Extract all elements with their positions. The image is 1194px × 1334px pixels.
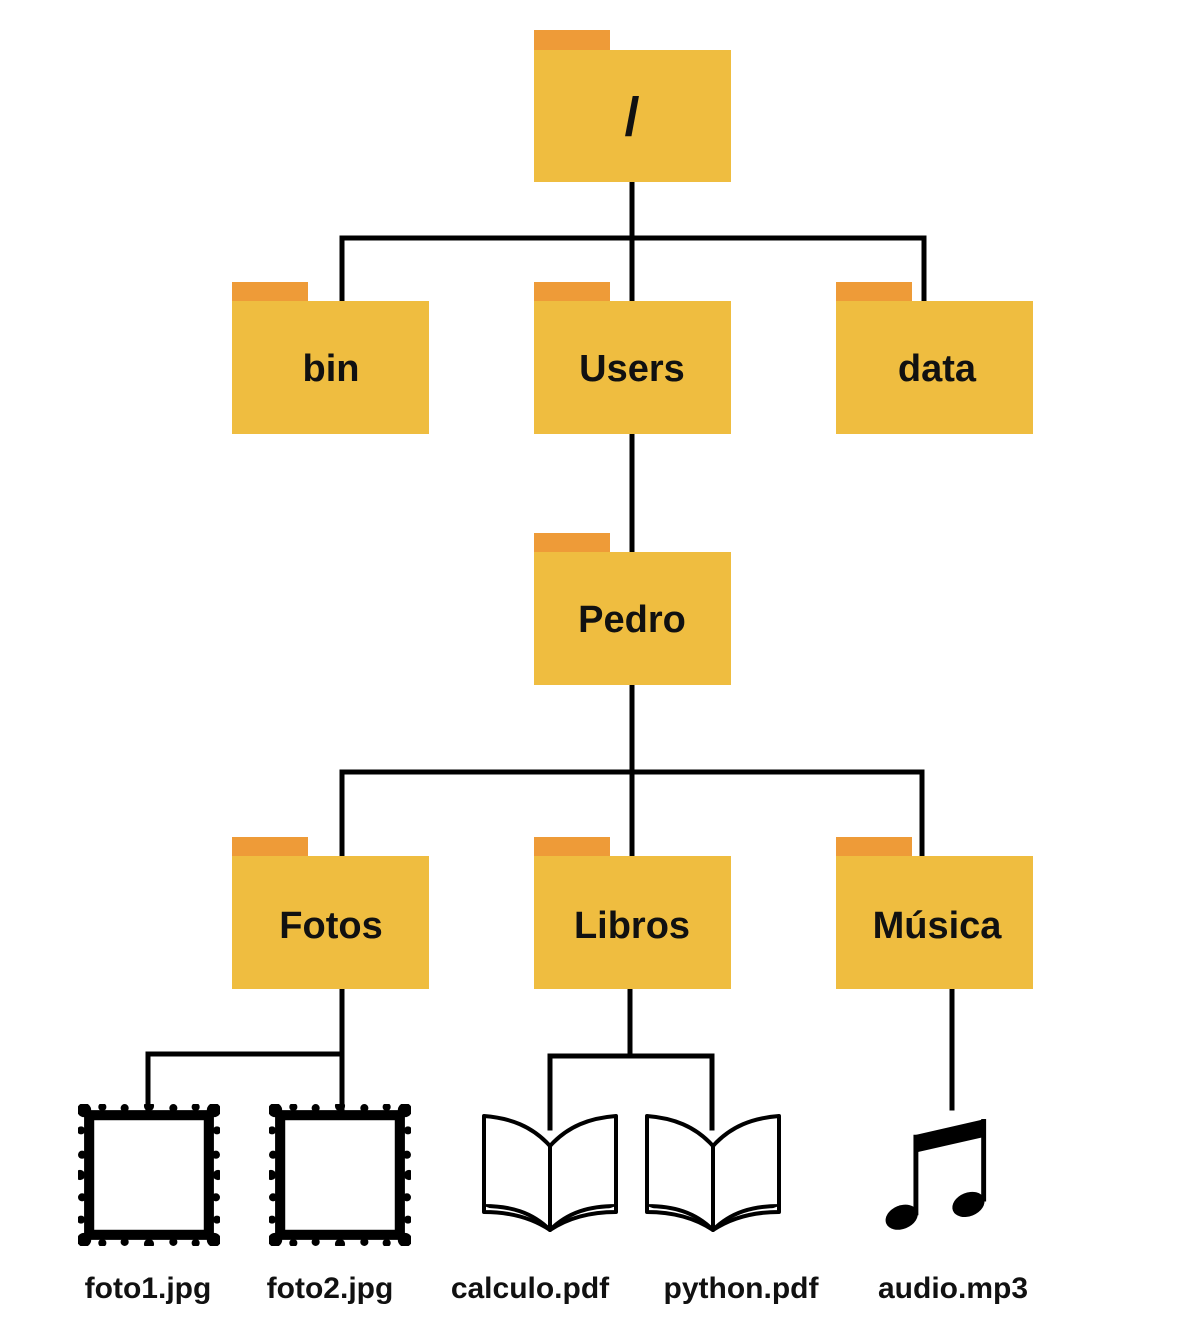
folder-data[interactable]: data (836, 282, 1033, 434)
folder-icon (534, 282, 610, 304)
folder-label: Users (579, 348, 685, 390)
folder-icon (534, 856, 731, 989)
folder-icon (534, 301, 731, 434)
folder-icon (232, 837, 308, 859)
folder-icon (534, 837, 610, 859)
picture-frame-icon (78, 1104, 220, 1246)
folder-users[interactable]: Users (534, 282, 731, 434)
file-label: foto2.jpg (267, 1272, 394, 1305)
folder-root[interactable]: / (534, 30, 731, 182)
folder-label: Fotos (279, 905, 382, 947)
file-calculo[interactable]: calculo.pdf (451, 1114, 618, 1305)
folder-label: Libros (574, 905, 690, 947)
file-python[interactable]: python.pdf (645, 1114, 820, 1305)
folder-icon (836, 837, 912, 859)
folder-label: Pedro (578, 599, 686, 641)
folder-icon (232, 282, 308, 304)
file-label: foto1.jpg (85, 1272, 212, 1305)
folder-label: bin (303, 348, 360, 390)
file-foto1[interactable]: foto1.jpg (75, 1101, 223, 1305)
folder-bin[interactable]: bin (232, 282, 429, 434)
folder-fotos[interactable]: Fotos (232, 837, 429, 989)
folder-icon (534, 552, 731, 685)
folder-pedro[interactable]: Pedro (534, 533, 731, 685)
tree-connectors (145, 179, 955, 1131)
picture-frame-icon (269, 1104, 411, 1246)
file-audio[interactable]: audio.mp3 (878, 1119, 1028, 1305)
music-note-icon (884, 1119, 989, 1235)
folder-libros[interactable]: Libros (534, 837, 731, 989)
folder-musica[interactable]: Música (836, 837, 1033, 989)
folder-icon (534, 533, 610, 555)
file-label: calculo.pdf (451, 1272, 610, 1305)
folder-icon (232, 301, 429, 434)
folder-icon (836, 301, 1033, 434)
file-label: python.pdf (664, 1272, 820, 1305)
folder-icon (836, 856, 1033, 989)
file-foto2[interactable]: foto2.jpg (266, 1101, 414, 1305)
file-label: audio.mp3 (878, 1272, 1028, 1305)
folder-icon (836, 282, 912, 304)
folder-icon (534, 30, 610, 52)
folder-label: data (898, 348, 977, 390)
open-book-icon (482, 1114, 618, 1232)
folder-label: Música (873, 905, 1003, 947)
folder-icon (232, 856, 429, 989)
folder-icon (534, 50, 731, 182)
folder-label: / (624, 87, 639, 147)
open-book-icon (645, 1114, 781, 1232)
